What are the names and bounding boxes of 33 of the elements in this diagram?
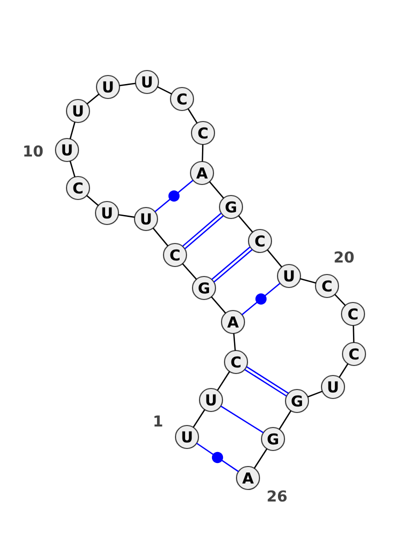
backbone-line [308,390,323,398]
backbone-line [209,181,224,199]
position-number: 10 [24,145,43,157]
backbone-line [338,363,348,378]
backbone-line [118,214,135,218]
position-number: 20 [334,251,354,263]
backbone-line [300,278,316,284]
backbone-line [157,86,172,95]
backbone-line [254,448,268,469]
position-number: 26 [268,490,287,502]
backbone-line [334,294,346,306]
backbone-line [210,296,226,314]
position-number: 1 [154,416,162,426]
backbone-line [192,409,206,428]
backbone-line [152,228,168,246]
backbone-line [352,325,354,343]
backbone-line [216,371,230,391]
base-pair-line [242,282,280,316]
backbone-line [119,82,136,86]
base-pair-line [196,442,239,472]
backbone-line [233,333,236,351]
base-pair-line [220,406,264,434]
backbone-line [70,160,76,178]
backbone-line [278,410,292,430]
base-pair-line [154,180,194,212]
backbone-line [188,108,198,124]
backbone-line [202,144,204,162]
backbone-line [238,215,254,233]
backbone-line [182,263,197,280]
backbone-line [266,249,282,268]
backbone-line [70,122,76,140]
backbone-line [86,94,100,104]
backbone-line [86,195,99,206]
